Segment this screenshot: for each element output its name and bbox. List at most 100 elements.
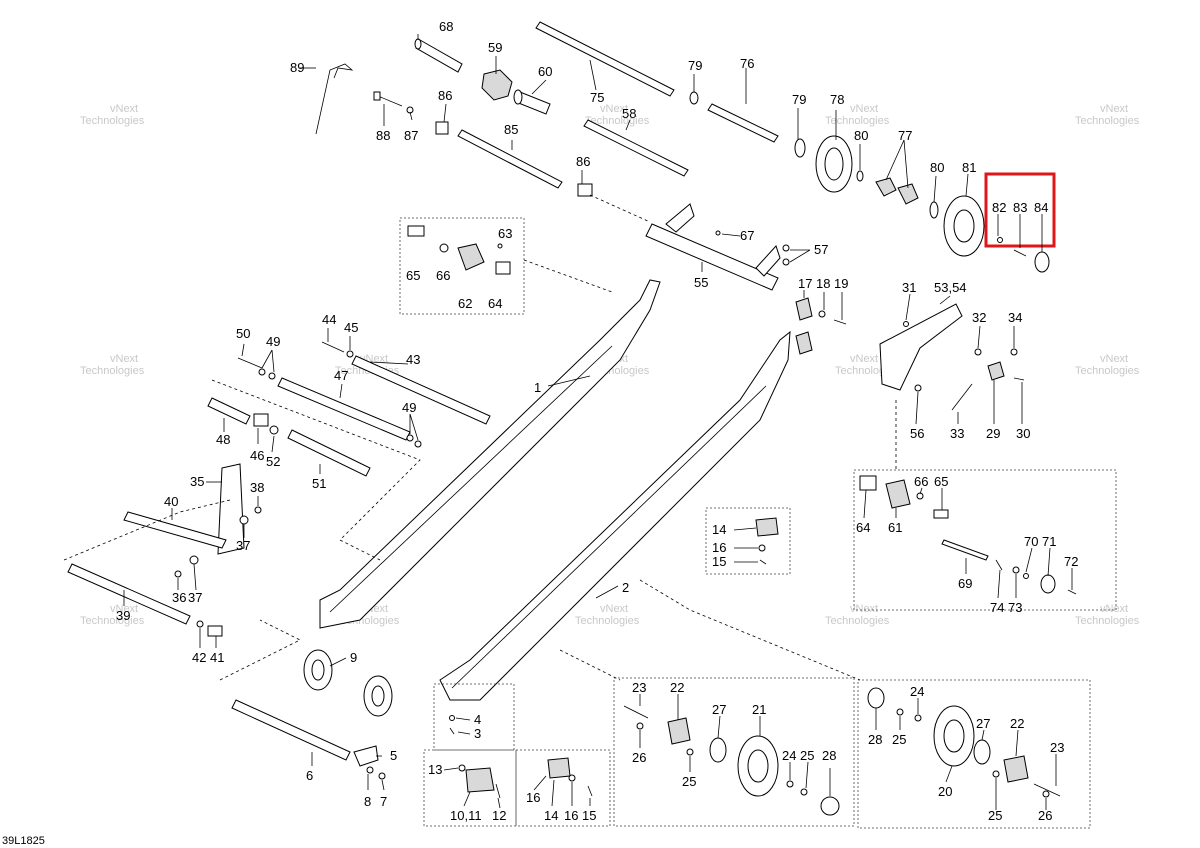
shaft-43	[351, 355, 491, 425]
washer-80-left	[856, 170, 864, 182]
nut-57-upper	[782, 244, 790, 252]
callout-39: 39	[116, 608, 130, 623]
lower-wheels-group	[219, 619, 393, 780]
bushing-64	[495, 261, 511, 275]
slide-14-mid	[755, 517, 779, 537]
shaft-47	[277, 377, 411, 441]
callout-7: 7	[380, 794, 387, 809]
rail-2-inner	[451, 385, 767, 689]
callout-24-left: 24	[782, 748, 796, 763]
shaft-39	[67, 563, 191, 625]
watermark-text: Technologies	[1075, 615, 1140, 627]
callout-74: 74	[990, 600, 1004, 615]
plate-5	[353, 745, 379, 767]
lower-wheels-dash	[219, 619, 301, 681]
detail-box-dash	[523, 259, 613, 293]
bolt-83	[1013, 249, 1027, 257]
callout-83: 83	[1013, 200, 1027, 215]
callout-16-lower-b: 16	[564, 808, 578, 823]
shaft-76	[707, 103, 779, 143]
callout-79-upper: 79	[688, 58, 702, 73]
callout-19: 19	[834, 276, 848, 291]
cap-84	[1034, 251, 1050, 273]
callout-72: 72	[1064, 554, 1078, 569]
washer-49-mid	[406, 434, 414, 442]
spacer-27-right	[973, 739, 991, 765]
diagram-code: 39L1825	[2, 835, 45, 847]
callout-49-mid: 49	[402, 400, 416, 415]
cap-28-right	[867, 687, 885, 709]
box-14-mid	[705, 507, 791, 575]
washer-37-upper	[239, 515, 249, 525]
bolt-7	[378, 772, 386, 780]
right-upper-group	[879, 303, 1025, 470]
callout-79-lower: 79	[792, 92, 806, 107]
rail-1	[319, 279, 661, 629]
callout-37-upper: 37	[236, 538, 250, 553]
bolt-33	[951, 383, 973, 411]
watermark-text: Technologies	[825, 615, 890, 627]
watermark-text: Technologies	[825, 115, 890, 127]
connector-dash	[639, 579, 861, 681]
callout-25-mid: 25	[800, 748, 814, 763]
callout-38: 38	[250, 480, 264, 495]
callout-65-right: 65	[934, 474, 948, 489]
callout-80-left: 80	[854, 128, 868, 143]
callout-27-left: 27	[712, 702, 726, 717]
callout-64-right: 64	[856, 520, 870, 535]
rail-1-inner	[329, 345, 613, 613]
callout-6: 6	[306, 768, 313, 783]
bolt-30	[1013, 377, 1025, 381]
axle-77-left	[875, 177, 897, 197]
callout-57: 57	[814, 242, 828, 257]
callout-22-right: 22	[1010, 716, 1024, 731]
screw-19	[833, 319, 847, 325]
callout-25-right-lower: 25	[988, 808, 1002, 823]
callout-63: 63	[498, 226, 512, 241]
callout-73: 73	[1008, 600, 1022, 615]
bolt-44	[321, 341, 345, 353]
callout-15-lower: 15	[582, 808, 596, 823]
watermark-text: Technologies	[80, 115, 145, 127]
bolt-65	[407, 225, 425, 237]
callout-5: 5	[390, 748, 397, 763]
spacer-27-left	[709, 737, 727, 763]
nut-45	[346, 350, 354, 358]
callout-66: 66	[436, 268, 450, 283]
callout-40: 40	[164, 494, 178, 509]
bushing-64-right	[859, 475, 877, 491]
watermark-text: vNext	[110, 353, 138, 365]
bottom-detail-boxes	[423, 507, 791, 827]
callout-25-right: 25	[892, 732, 906, 747]
block-29	[987, 361, 1005, 381]
callout-45: 45	[344, 320, 358, 335]
rails-group	[319, 279, 847, 701]
callout-36: 36	[172, 590, 186, 605]
callout-81: 81	[962, 160, 976, 175]
watermark-text: vNext	[850, 603, 878, 615]
watermark-text: Technologies	[1075, 365, 1140, 377]
nut-31	[903, 321, 909, 327]
callout-43: 43	[406, 352, 420, 367]
washer-49-left	[258, 368, 266, 376]
shaft-6	[231, 699, 351, 761]
watermark-text: vNext	[1100, 103, 1128, 115]
nut-34	[1010, 348, 1018, 356]
watermark-text: vNext	[600, 603, 628, 615]
watermark-text: vNext	[850, 103, 878, 115]
callout-32: 32	[972, 310, 986, 325]
screw-72	[1067, 589, 1077, 595]
callout-16-lower-a: 16	[526, 790, 540, 805]
callout-31: 31	[902, 280, 916, 295]
spacer-60-end	[513, 89, 523, 105]
callout-55: 55	[694, 275, 708, 290]
screw-3	[449, 727, 455, 735]
washer-25-mid	[800, 788, 808, 796]
grease-fitting-67	[715, 230, 721, 236]
callout-51: 51	[312, 476, 326, 491]
washer-16-lower	[568, 774, 576, 782]
cross-shaft-55	[645, 223, 779, 291]
washer-16-mid	[758, 544, 766, 552]
slide-block-17	[795, 297, 813, 321]
wheel-box-right-frame	[857, 679, 1091, 829]
